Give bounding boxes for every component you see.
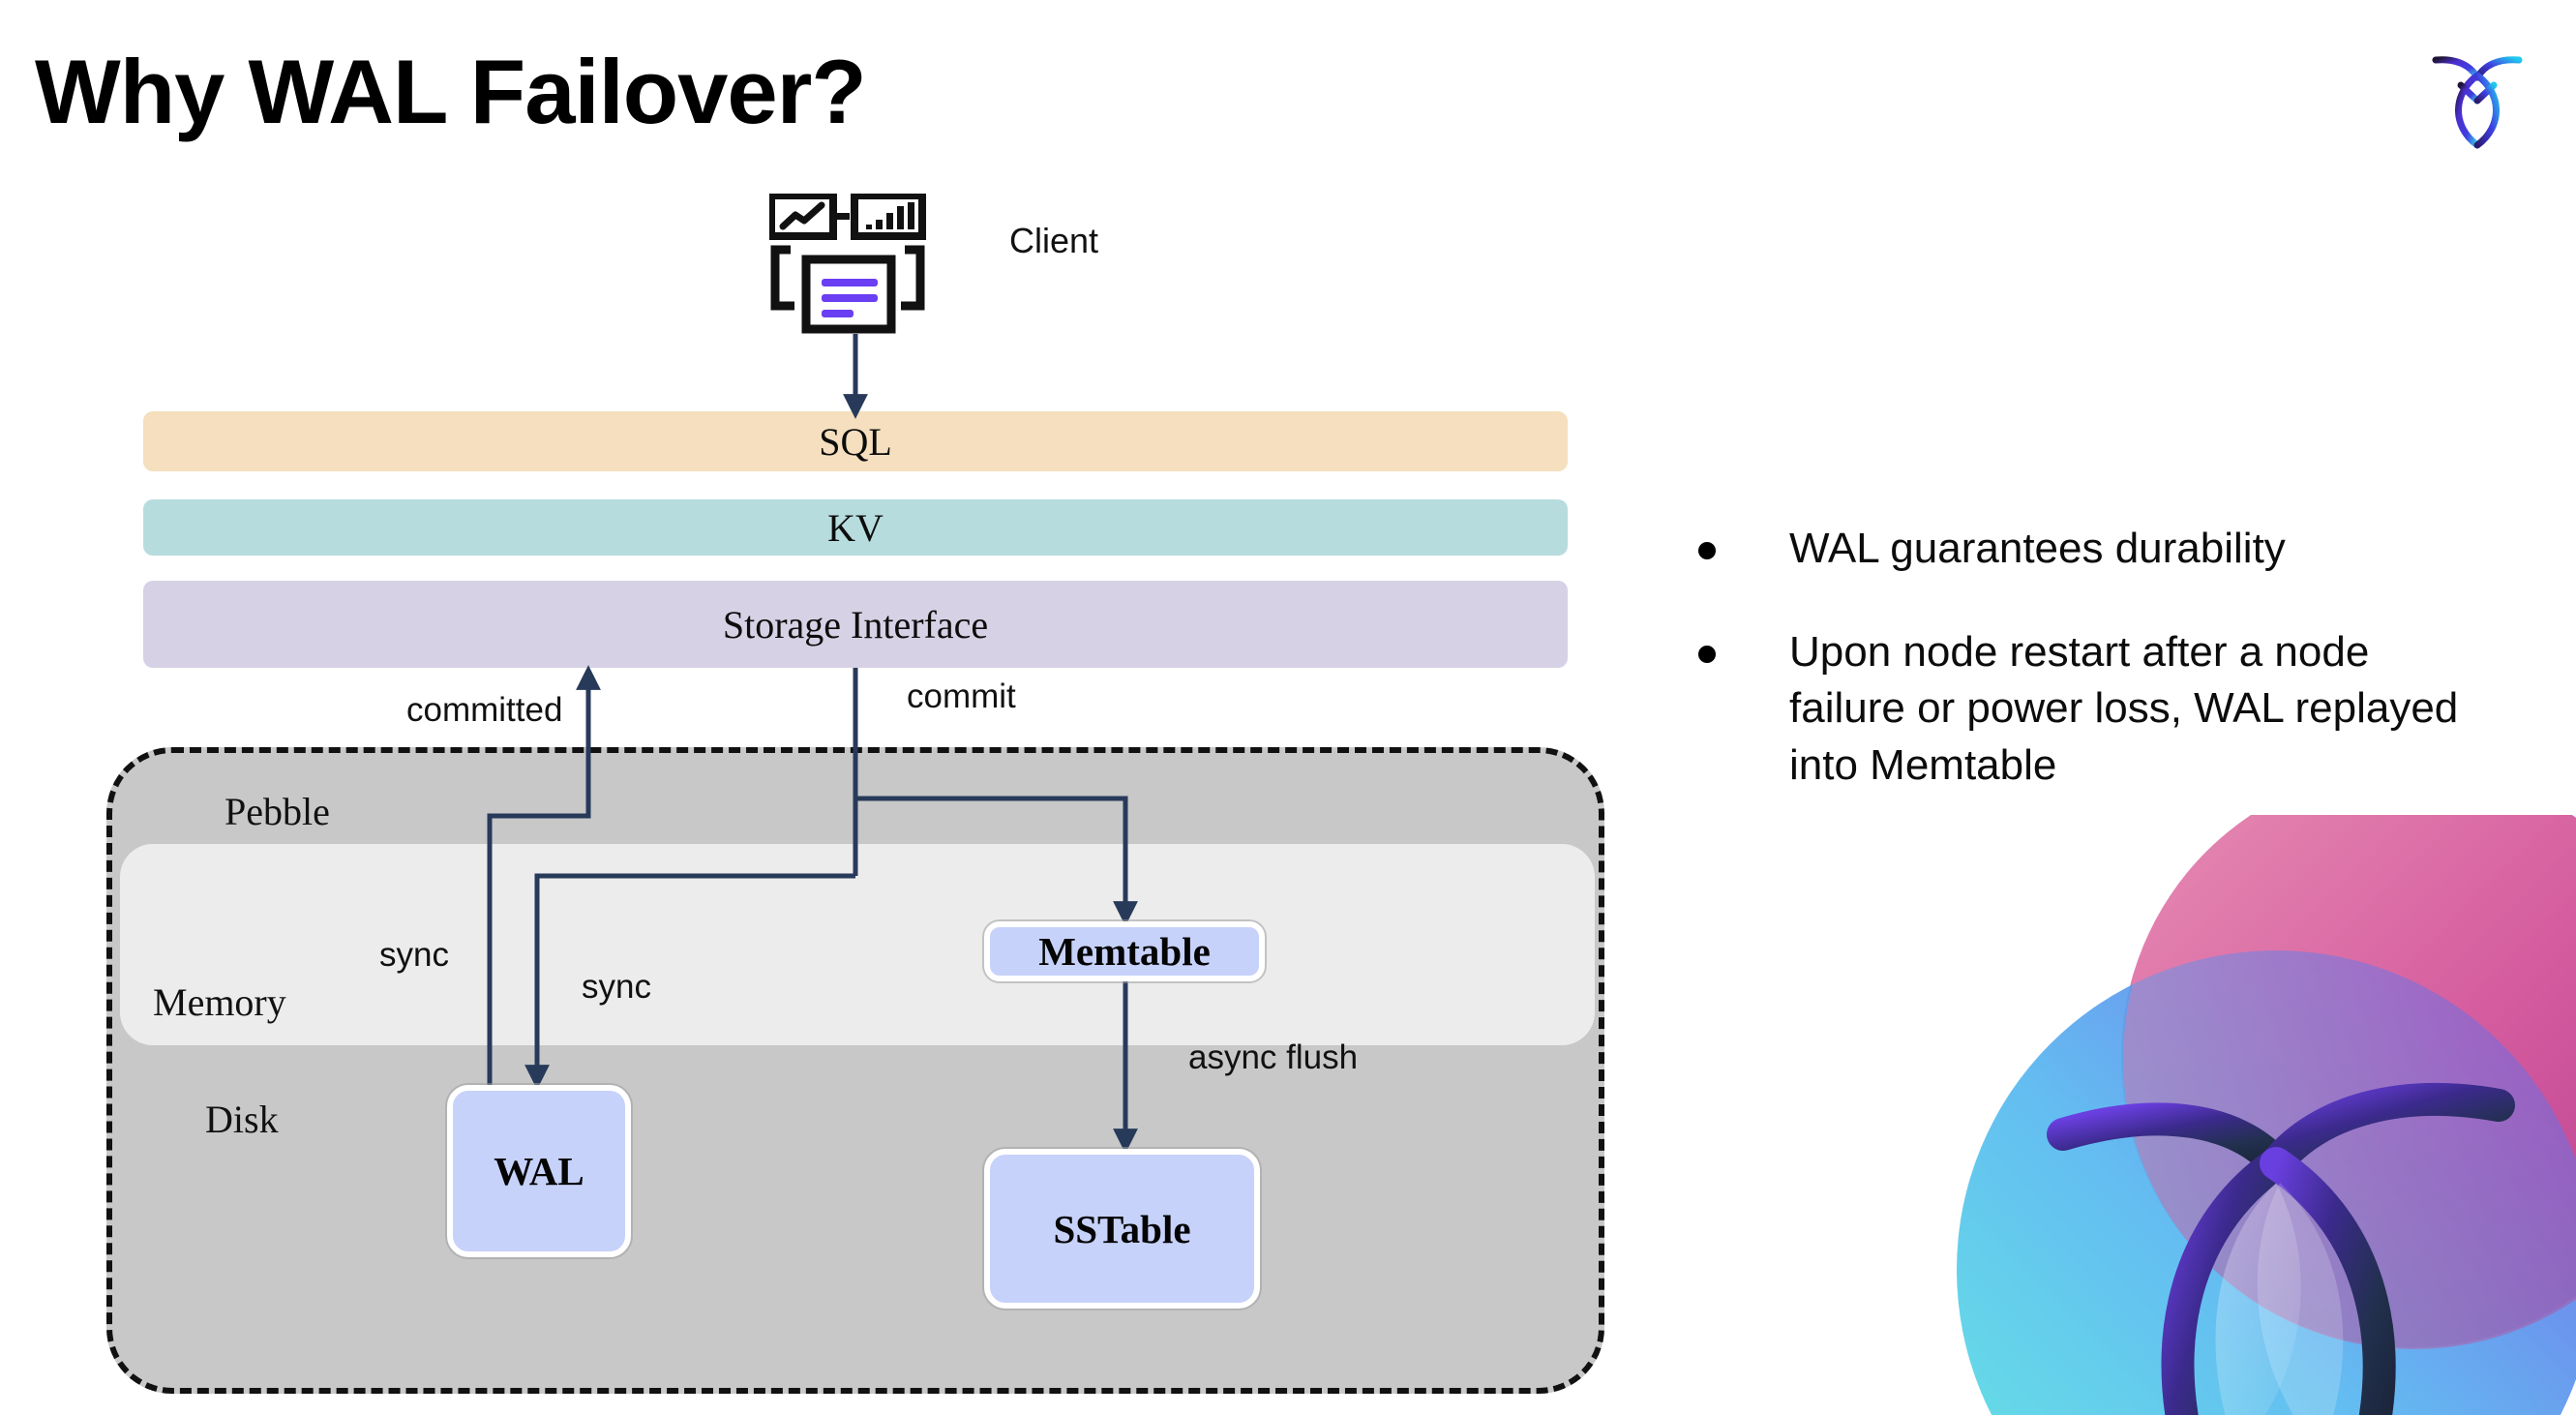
slide-title: Why WAL Failover? — [35, 41, 867, 142]
bullet-list: WAL guarantees durability Upon node rest… — [1698, 521, 2492, 840]
bullet-text: WAL guarantees durability — [1789, 525, 2286, 572]
memory-label: Memory — [153, 980, 286, 1024]
edge-label-committed: committed — [406, 691, 563, 729]
list-item: WAL guarantees durability — [1698, 521, 2492, 578]
pebble-label: Pebble — [225, 790, 330, 833]
layer-bar-sql: SQL — [143, 411, 1568, 471]
edge-label-sync-right: sync — [582, 968, 651, 1006]
node-sstable: SSTable — [984, 1149, 1260, 1309]
layer-label-sql: SQL — [819, 419, 892, 464]
cockroachdb-circles-decoration-icon — [1957, 815, 2576, 1415]
edge-label-sync-left: sync — [379, 936, 449, 974]
edge-label-commit: commit — [907, 677, 1016, 715]
list-item: Upon node restart after a node failure o… — [1698, 624, 2492, 795]
bullet-text: Upon node restart after a node failure o… — [1789, 627, 2459, 789]
node-label-memtable: Memtable — [1038, 929, 1211, 974]
node-label-sstable: SSTable — [1053, 1206, 1191, 1251]
layer-label-kv: KV — [827, 505, 884, 550]
node-wal: WAL — [447, 1085, 631, 1257]
edge-label-async-flush: async flush — [1188, 1039, 1359, 1076]
layer-bar-storage: Storage Interface — [143, 581, 1568, 668]
client-dashboard-icon — [769, 194, 926, 334]
cockroachdb-logo-icon — [2432, 56, 2523, 149]
node-label-wal: WAL — [494, 1149, 584, 1193]
bullet-dot-icon — [1698, 542, 1716, 559]
bullet-dot-icon — [1698, 645, 1716, 663]
layer-bar-kv: KV — [143, 499, 1568, 556]
node-memtable: Memtable — [984, 921, 1265, 981]
memory-region — [120, 844, 1595, 1045]
disk-label: Disk — [205, 1098, 279, 1141]
client-label: Client — [1009, 221, 1099, 260]
layer-label-storage: Storage Interface — [722, 602, 989, 647]
